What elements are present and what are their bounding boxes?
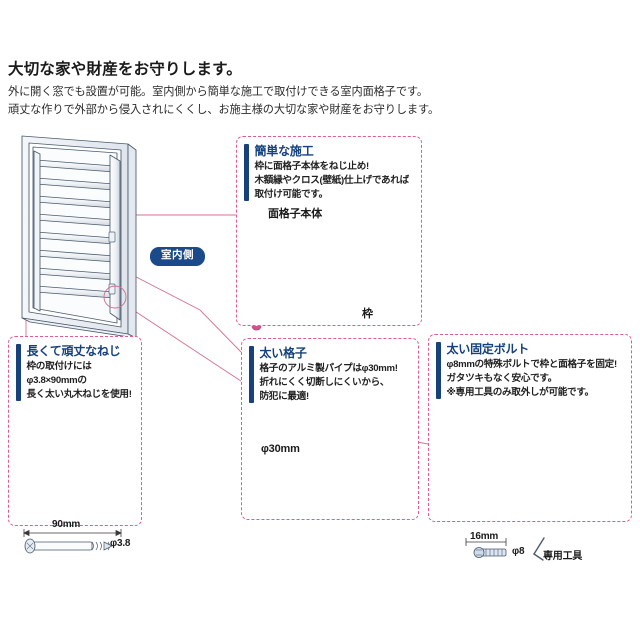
label-screw-length: 90mm <box>52 519 81 530</box>
callout-body-line-2: 折れにくく切断しにくいから、 <box>259 377 390 388</box>
label-lattice-diameter: φ30mm <box>261 443 300 455</box>
indoor-side-badge: 室内側 <box>150 247 205 266</box>
callout-title: 太い固定ボルト <box>446 342 530 356</box>
callout-body-line-1: φ8mmの特殊ボルトで枠と面格子を固定! <box>446 359 618 371</box>
callout-body-line-3: 防犯に最適! <box>259 390 310 402</box>
window-lattice-illustration <box>21 135 137 339</box>
callout-long-strong-screw: 長くて頑丈なねじ 枠の取付けには φ3.8×90mmの 長く太い丸木ねじを使用! <box>8 336 142 526</box>
figure-bolt-spec <box>465 537 545 561</box>
accent-bar <box>244 144 249 202</box>
label-panel-body: 面格子本体 <box>268 208 322 220</box>
callout-text: 長くて頑丈なねじ 枠の取付けには φ3.8×90mmの 長く太い丸木ねじを使用! <box>27 344 134 401</box>
callout-header: 長くて頑丈なねじ 枠の取付けには φ3.8×90mmの 長く太い丸木ねじを使用! <box>9 337 141 403</box>
label-screw-diameter: φ3.8 <box>110 538 131 549</box>
figure-screw-spec <box>23 529 122 554</box>
callout-header: 簡単な施工 枠に面格子本体をねじ止め! 木額縁やクロス(壁紙)仕上げであれば 取… <box>237 137 421 203</box>
label-bolt-length: 16mm <box>470 531 499 542</box>
callout-body-line-1: 枠の取付けには <box>26 361 92 373</box>
callout-text: 太い格子 格子のアルミ製パイプはφ30mm! 折れにくく切断しにくいから、 防犯… <box>260 346 411 403</box>
callout-body-line-1: 格子のアルミ製パイプはφ30mm! <box>259 363 398 375</box>
callout-body-line-2: 木額縁やクロス(壁紙)仕上げであれば <box>254 175 410 186</box>
callout-header: 太い格子 格子のアルミ製パイプはφ30mm! 折れにくく切断しにくいから、 防犯… <box>242 339 418 405</box>
callout-header: 太い固定ボルト φ8mmの特殊ボルトで枠と面格子を固定! ガタツキもなく安心です… <box>429 335 631 401</box>
callout-thick-fixing-bolt: 太い固定ボルト φ8mmの特殊ボルトで枠と面格子を固定! ガタツキもなく安心です… <box>428 334 632 522</box>
label-bolt-diameter: φ8 <box>512 546 525 557</box>
callout-body-line-3: 長く太い丸木ねじを使用! <box>26 388 132 400</box>
headline-lead-line-1: 外に開く窓でも設置が可能。室内側から簡単な施工で取付けできる室内面格子です。 <box>8 86 428 99</box>
callout-body-line-3: ※専用工具のみ取外しが可能です。 <box>446 386 595 398</box>
callout-easy-construction: 簡単な施工 枠に面格子本体をねじ止め! 木額縁やクロス(壁紙)仕上げであれば 取… <box>236 136 422 326</box>
accent-bar <box>249 346 254 404</box>
callout-title: 長くて頑丈なねじ <box>26 344 121 358</box>
callout-text: 簡単な施工 枠に面格子本体をねじ止め! 木額縁やクロス(壁紙)仕上げであれば 取… <box>255 144 414 201</box>
label-frame: 枠 <box>362 308 373 320</box>
callout-title: 簡単な施工 <box>254 144 314 158</box>
headline-lead-line-2: 頑丈な作りで外部から侵入されにくくし、お施主様の大切な家や財産をお守りします。 <box>8 103 440 116</box>
callout-text: 太い固定ボルト φ8mmの特殊ボルトで枠と面格子を固定! ガタツキもなく安心です… <box>447 342 624 399</box>
callout-body-line-3: 取付け可能です。 <box>254 188 329 200</box>
label-special-tool: 専用工具 <box>543 551 583 562</box>
callout-body-line-1: 枠に面格子本体をねじ止め! <box>254 161 370 173</box>
headline-block: 大切な家や財産をお守りします。 外に開く窓でも設置が可能。室内側から簡単な施工で… <box>8 60 478 119</box>
callout-body-line-2: φ3.8×90mmの <box>26 375 87 386</box>
accent-bar <box>436 342 441 400</box>
callout-thick-lattice: 太い格子 格子のアルミ製パイプはφ30mm! 折れにくく切断しにくいから、 防犯… <box>241 338 419 520</box>
callout-title: 太い格子 <box>259 346 307 360</box>
accent-bar <box>16 344 21 402</box>
page-title: 大切な家や財産をお守りします。 <box>8 61 242 78</box>
callout-body-line-2: ガタツキもなく安心です。 <box>446 373 558 384</box>
